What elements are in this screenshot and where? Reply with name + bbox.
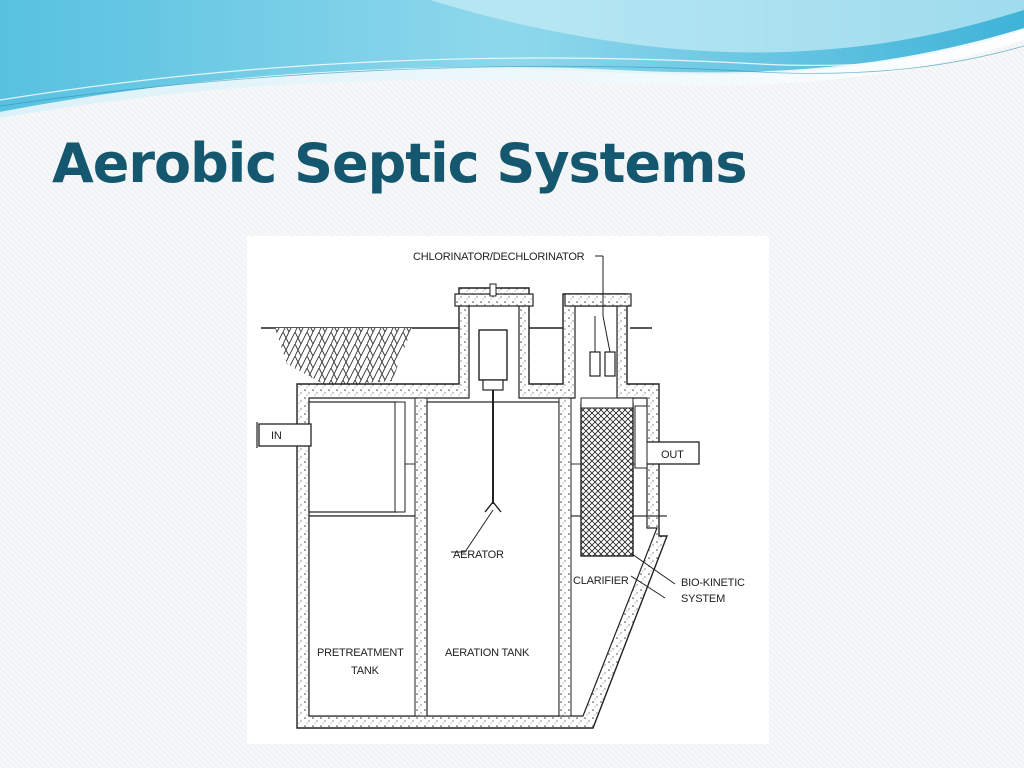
divider-wall-1 bbox=[414, 397, 428, 717]
chlorinator-lid bbox=[564, 293, 632, 307]
bio-kinetic-media bbox=[580, 403, 634, 557]
label-clarifier: CLARIFIER bbox=[573, 575, 629, 587]
pretreatment-tank bbox=[308, 515, 418, 717]
media-cap bbox=[580, 397, 634, 409]
outlet-riser bbox=[634, 405, 648, 469]
label-biokinetic-2: SYSTEM bbox=[681, 593, 725, 605]
aerator-motor-base bbox=[482, 379, 504, 391]
label-biokinetic-1: BIO-KINETIC bbox=[681, 577, 745, 589]
label-aerator: AERATOR bbox=[453, 549, 504, 561]
header-swoosh-decoration bbox=[0, 0, 1024, 118]
label-chlorinator: CHLORINATOR/DECHLORINATOR bbox=[413, 251, 585, 263]
pretreatment-baffle bbox=[308, 401, 398, 513]
aerator-motor bbox=[478, 329, 508, 381]
aerator-leader bbox=[464, 509, 494, 553]
label-outlet: OUT bbox=[661, 449, 684, 461]
chlorinator-tube-1 bbox=[589, 351, 601, 377]
biokinetic-leader-2 bbox=[630, 575, 666, 599]
biokinetic-leader bbox=[631, 553, 676, 585]
label-pretreatment-1: PRETREATMENT bbox=[317, 647, 404, 659]
soil-hatch bbox=[275, 328, 412, 386]
label-aeration-tank: AERATION TANK bbox=[445, 647, 530, 659]
label-inlet: IN bbox=[271, 430, 282, 442]
divider-wall-2 bbox=[558, 397, 572, 717]
chlorinator-tube-2 bbox=[604, 351, 616, 377]
aerator-impeller bbox=[484, 500, 502, 513]
vent-cap bbox=[489, 283, 497, 297]
transfer-pipe bbox=[394, 401, 406, 513]
inlet-pipe bbox=[258, 423, 312, 447]
septic-system-diagram: ▽ bbox=[247, 236, 769, 744]
label-pretreatment-2: TANK bbox=[351, 665, 380, 677]
chlorinator-lead-2 bbox=[602, 315, 611, 353]
diagram-svg: ▽ bbox=[256, 251, 745, 729]
slide-title: Aerobic Septic Systems bbox=[52, 132, 748, 195]
